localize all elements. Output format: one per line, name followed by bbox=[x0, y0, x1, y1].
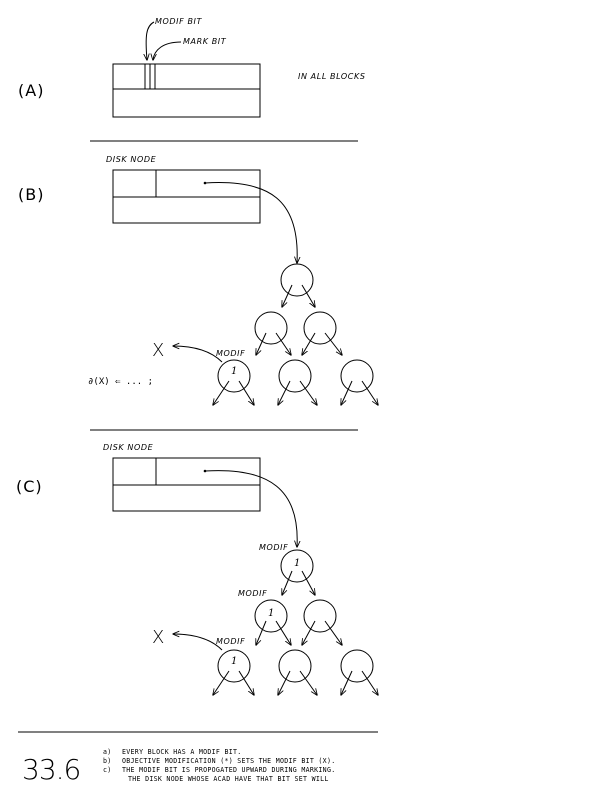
tree-c: 1 1 1 MODIF MODIF MODIF bbox=[213, 543, 378, 695]
block-diagram bbox=[112, 63, 261, 118]
section-c: (C) DISK NODE bbox=[16, 443, 378, 695]
mark-bit-arrow bbox=[153, 41, 182, 60]
modif-label-c-left: MODIF bbox=[238, 589, 267, 598]
tree-c-modified-node bbox=[217, 649, 251, 683]
tree-c-root-node bbox=[280, 549, 314, 583]
section-a-label: (A) bbox=[18, 81, 44, 100]
caption-marker-a: a) bbox=[103, 748, 112, 756]
disk-node-label-b: DISK NODE bbox=[106, 155, 157, 164]
caption-line-c-continued: THE DISK NODE WHOSE ACAD HAVE THAT BIT S… bbox=[128, 775, 329, 783]
tree-b: 1 MODIF bbox=[213, 263, 378, 405]
modif-bit-arrow bbox=[146, 21, 155, 60]
x-mark-b: X bbox=[152, 340, 164, 361]
caption-block: 33.6 a) EVERY BLOCK HAS A MODIF BIT. b) … bbox=[22, 748, 336, 786]
section-b-label: (B) bbox=[18, 185, 44, 204]
tree-b-right-node bbox=[303, 311, 337, 345]
tree-c-root-modif-value: 1 bbox=[294, 558, 300, 569]
tree-c-edges bbox=[213, 570, 378, 695]
modif-bit-label: MODIF BIT bbox=[155, 17, 203, 26]
x-arrow-c bbox=[173, 634, 223, 651]
tree-c-left-node bbox=[254, 599, 288, 633]
x-arrow-b bbox=[173, 346, 223, 363]
section-a: (A) MODIF BIT MARK BIT IN ALL BLOCKS bbox=[18, 17, 366, 118]
assignment-statement: ∂(X) ⇐ ... ; bbox=[88, 377, 153, 387]
pointer-arrow-c bbox=[204, 470, 297, 547]
tree-b-root-node bbox=[280, 263, 314, 297]
modif-label-b: MODIF bbox=[216, 349, 245, 358]
section-b: (B) DISK NODE bbox=[18, 155, 378, 405]
tree-c-leaf-node-2 bbox=[278, 649, 312, 683]
modif-label-c-leaf: MODIF bbox=[216, 637, 245, 646]
tree-c-leaf-modif-value: 1 bbox=[231, 656, 237, 667]
tree-c-left-modif-value: 1 bbox=[268, 608, 274, 619]
modif-label-c-root: MODIF bbox=[259, 543, 288, 552]
tree-b-modified-node bbox=[217, 359, 251, 393]
tree-b-leaf-node-2 bbox=[278, 359, 312, 393]
x-mark-c: X bbox=[152, 627, 164, 648]
caption-line-c: THE MODIF BIT IS PROPOGATED UPWARD DURIN… bbox=[122, 766, 336, 774]
tree-c-right-node bbox=[303, 599, 337, 633]
tree-b-modif-bit-value: 1 bbox=[231, 366, 237, 377]
tree-b-leaf-node-3 bbox=[340, 359, 374, 393]
section-c-label: (C) bbox=[16, 477, 43, 496]
mark-bit-label: MARK BIT bbox=[183, 37, 227, 46]
tree-c-leaf-node-3 bbox=[340, 649, 374, 683]
disk-node-label-c: DISK NODE bbox=[103, 443, 154, 452]
caption-marker-b: b) bbox=[103, 757, 112, 765]
caption-marker-c: c) bbox=[103, 766, 112, 774]
caption-line-b: OBJECTIVE MODIFICATION (*) SETS THE MODI… bbox=[122, 757, 336, 765]
tree-b-left-node bbox=[254, 311, 288, 345]
tree-b-edges bbox=[213, 284, 378, 405]
pointer-arrow-b bbox=[204, 182, 297, 263]
in-all-blocks-label: IN ALL BLOCKS bbox=[298, 72, 366, 81]
caption-line-a: EVERY BLOCK HAS A MODIF BIT. bbox=[122, 748, 242, 756]
figure-number: 33.6 bbox=[22, 753, 80, 786]
